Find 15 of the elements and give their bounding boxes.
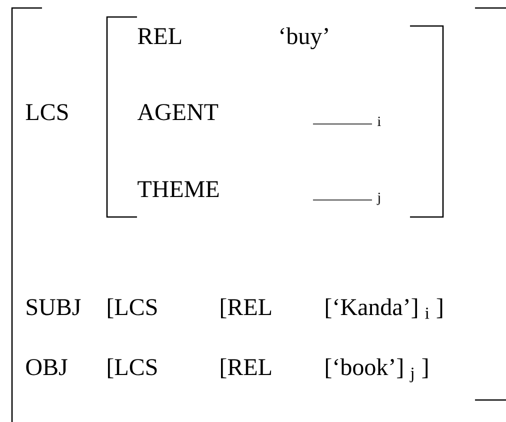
index-subscript: j — [376, 192, 380, 205]
label-text: [REL — [221, 298, 272, 318]
label-text: [REL — [221, 358, 272, 378]
label-text: OBJ — [26, 359, 68, 376]
label-text: [‘book’] $_{j}$ ] — [326, 358, 428, 382]
label-text: LCS — [26, 104, 68, 120]
label-text: AGENT — [137, 104, 218, 120]
label-text: [LCS — [108, 298, 157, 318]
index-subscript: i — [378, 116, 381, 126]
label-text: ‘buy’ — [280, 27, 328, 50]
label-text: SUBJ — [26, 299, 81, 316]
label-text: [‘Kanda’] $_{i}$ ] — [326, 298, 442, 319]
label-text: THEME — [138, 181, 219, 197]
label-text: REL — [138, 28, 182, 44]
label-text: [LCS — [108, 358, 157, 378]
